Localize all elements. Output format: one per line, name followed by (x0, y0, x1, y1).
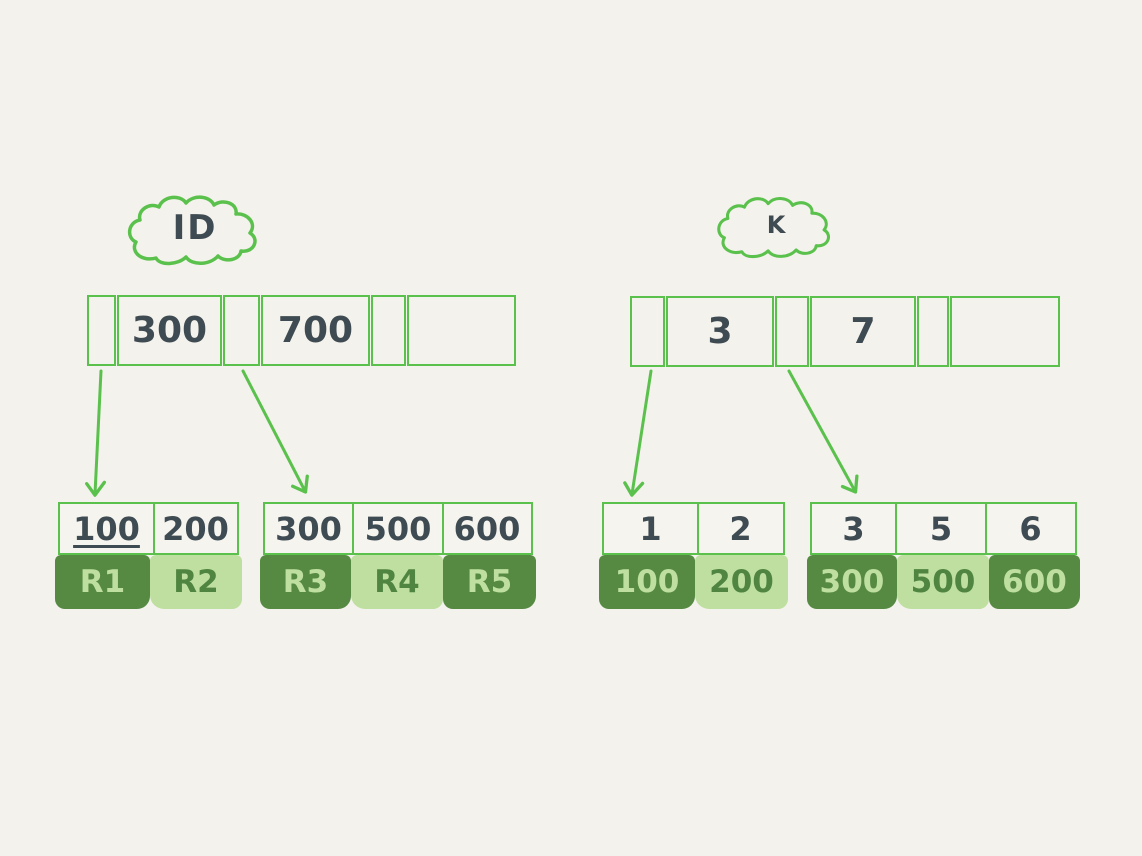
leaf-key-cell: 500 (352, 504, 442, 553)
root-key-cell: 300 (117, 295, 222, 366)
id-index-cloud: ID (124, 192, 266, 272)
root-key-cell: 7 (810, 296, 916, 367)
root-key-cell: 700 (261, 295, 370, 366)
k-leaf-node-2: 3 5 6 300 500 600 (807, 502, 1080, 609)
index-name-label: K (766, 211, 786, 239)
root-key-cell (950, 296, 1060, 367)
arrow-id-leaf1 (85, 369, 107, 497)
id-leaf-node-1: 100 200 R1 R2 (55, 502, 242, 609)
root-pointer-cell (223, 295, 260, 366)
leaf-key-row: 100 200 (58, 502, 239, 555)
root-key-cell: 3 (666, 296, 774, 367)
record-pointer: R3 (260, 555, 351, 609)
record-pointer: R2 (150, 555, 242, 609)
record-pointer: R5 (443, 555, 536, 609)
k-leaf-node-1: 1 2 100 200 (599, 502, 788, 609)
cloud-icon (127, 195, 257, 266)
cloud-icon (717, 197, 831, 259)
leaf-key-cell: 300 (275, 509, 342, 548)
leaf-key-cell: 6 (985, 504, 1074, 553)
arrow-k-leaf2 (787, 369, 859, 494)
index-name-label: ID (172, 208, 218, 248)
id-root-node: 300 700 (87, 295, 516, 366)
leaf-key-cell: 200 (153, 504, 236, 553)
root-pointer-cell (371, 295, 406, 366)
id-leaf-node-2: 300 500 600 R3 R4 R5 (260, 502, 536, 609)
leaf-record-row: R1 R2 (55, 555, 242, 609)
record-pointer: R1 (55, 555, 150, 609)
arrow-id-leaf2 (241, 369, 309, 494)
leaf-record-row: R3 R4 R5 (260, 555, 536, 609)
record-pointer: 100 (599, 555, 695, 609)
root-key-cell (407, 295, 516, 366)
root-pointer-cell (775, 296, 809, 367)
leaf-key-row: 1 2 (602, 502, 785, 555)
leaf-key-cell: 3 (842, 509, 865, 548)
record-pointer: 600 (989, 555, 1080, 609)
record-pointer: R4 (351, 555, 443, 609)
k-root-node: 3 7 (630, 296, 1060, 367)
leaf-key-cell: 1 (639, 509, 662, 548)
record-pointer: 300 (807, 555, 897, 609)
root-pointer-cell (630, 296, 665, 367)
record-pointer: 200 (695, 555, 788, 609)
arrow-k-leaf1 (623, 369, 653, 497)
root-pointer-cell (917, 296, 949, 367)
leaf-key-cell: 100 (73, 509, 140, 548)
leaf-key-cell: 2 (697, 504, 782, 553)
leaf-key-cell: 5 (895, 504, 985, 553)
leaf-record-row: 100 200 (599, 555, 788, 609)
leaf-record-row: 300 500 600 (807, 555, 1080, 609)
leaf-key-row: 300 500 600 (263, 502, 533, 555)
leaf-key-row: 3 5 6 (810, 502, 1077, 555)
k-index-cloud: K (705, 194, 847, 264)
leaf-key-cell: 600 (442, 504, 530, 553)
root-pointer-cell (87, 295, 116, 366)
record-pointer: 500 (897, 555, 989, 609)
